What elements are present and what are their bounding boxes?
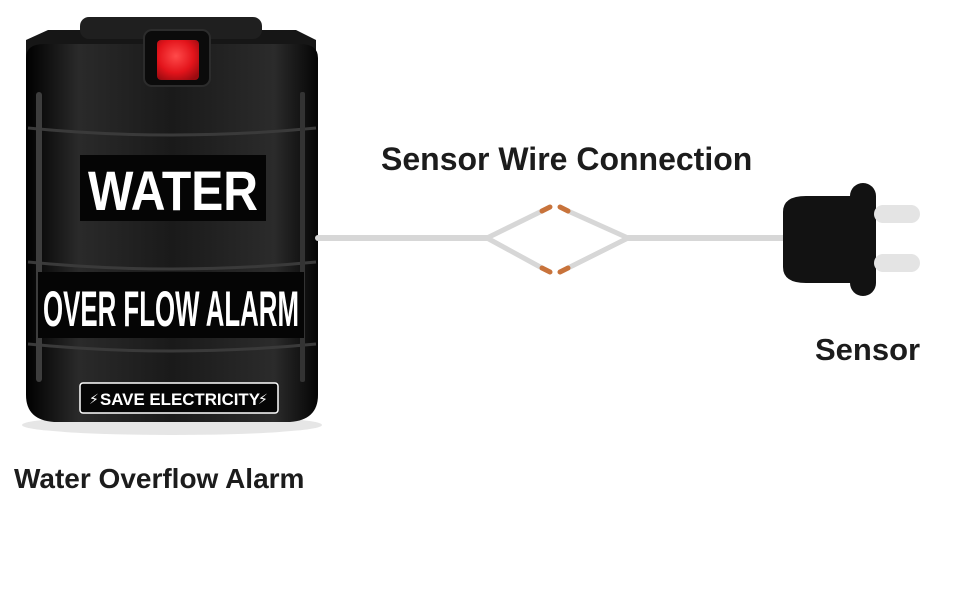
indicator-led [157, 40, 199, 80]
label-save-electricity: SAVE ELECTRICITY [100, 390, 261, 409]
sensor-wire [315, 208, 789, 271]
sensor-caption: Sensor [815, 332, 921, 367]
device-body [26, 44, 318, 422]
wire-tip [539, 204, 553, 214]
sensor-plug [783, 183, 920, 296]
wire-tip [557, 204, 571, 214]
label-save-plate [79, 382, 279, 414]
label-water-plate [80, 155, 266, 221]
plug-body [783, 196, 858, 283]
wire-split-upper-right [565, 208, 631, 241]
label-overflow-alarm: OVER FLOW ALARM [43, 281, 299, 337]
alarm-device: WATER OVER FLOW ALARM SAVE ELECTRICITY ⚡… [22, 17, 322, 435]
water-overflow-alarm-caption: Water Overflow Alarm [14, 463, 305, 494]
wire-tip [557, 265, 571, 275]
wire-split-lower-right [565, 235, 631, 271]
exposed-wire-tips [539, 204, 571, 275]
plug-prong-bottom [874, 254, 920, 272]
label-overflow-plate [38, 272, 304, 338]
lightning-icon: ⚡ [89, 392, 99, 408]
device-highlight [300, 92, 305, 382]
wire-tip [539, 265, 553, 275]
device-rib [27, 260, 317, 271]
wire-split-upper-left [484, 208, 545, 241]
device-rib [27, 342, 317, 353]
device-top-rim [80, 17, 262, 39]
sensor-wire-connection-caption: Sensor Wire Connection [381, 141, 753, 177]
device-rib [27, 126, 317, 137]
device-highlight [36, 92, 42, 382]
lightning-icon: ⚡ [258, 392, 268, 408]
plug-flange [850, 183, 876, 296]
plug-prong-top [874, 205, 920, 223]
wire-split-lower-left [484, 235, 545, 271]
label-water: WATER [88, 159, 258, 222]
